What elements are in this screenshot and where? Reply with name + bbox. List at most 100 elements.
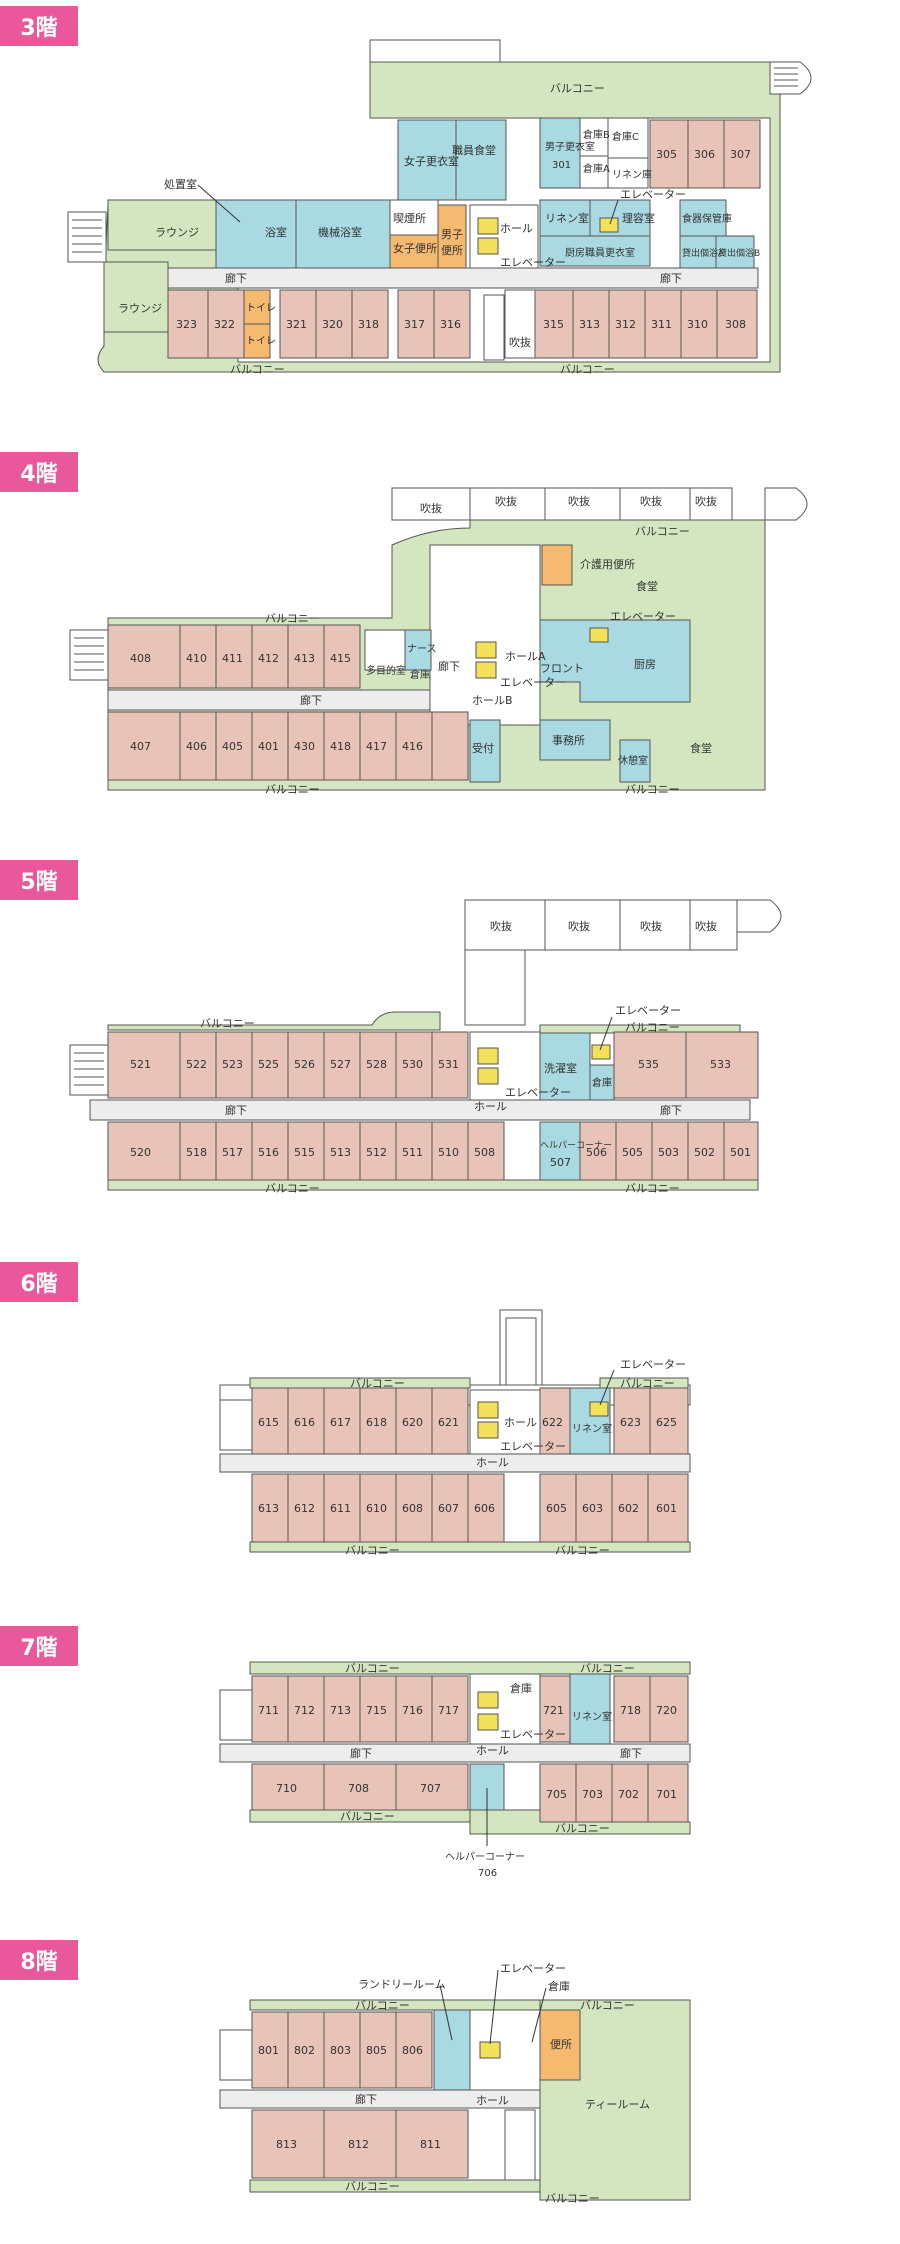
- hall-label-6f: ホール: [504, 1416, 537, 1429]
- corridor-label-4f: 廊下: [300, 693, 322, 707]
- corridor-label-w-3f: 廊下: [225, 271, 247, 285]
- room-605-label: 605: [546, 1502, 567, 1515]
- dining-label-2-4f: 食堂: [690, 741, 712, 755]
- room-321-label: 321: [286, 318, 307, 331]
- room-602-label: 602: [618, 1502, 639, 1515]
- linen-room-3f: [539, 199, 591, 237]
- helper-corner-label-5f: ヘルパーコーナー: [540, 1140, 612, 1151]
- multipurpose-label-4f: 多目的室: [366, 664, 406, 677]
- voids-5f: [544, 900, 691, 950]
- female-locker-label-3f: 女子更衣室: [404, 154, 459, 168]
- storage-label-8f: 倉庫: [548, 1979, 570, 1993]
- core-north-5f: [464, 949, 526, 1026]
- stair-steps-west-3f: [72, 219, 102, 253]
- center-core-4f: [429, 544, 541, 726]
- floor-plan-3f: バルコニー バルコニー バルコニー ラウンジ ラウンジ 処置室 浴室 機械浴室 …: [67, 39, 812, 376]
- floor-badge-5f: 5階: [0, 860, 78, 900]
- storage-a-3f: [579, 155, 609, 189]
- laundry-room-8f: [433, 2009, 471, 2091]
- treatment-leader-3f: [197, 184, 241, 223]
- void-label-2-4f: 吹抜: [495, 494, 517, 508]
- room-803-label: 803: [330, 2044, 351, 2057]
- care-toilet-4f: [541, 544, 573, 586]
- storage-5f: [589, 1064, 615, 1101]
- male-toilet-label2-3f: 便所: [441, 244, 463, 257]
- elevator-label-6f: エレベーター: [500, 1440, 566, 1453]
- storage-leader-8f: [531, 1987, 547, 2043]
- stair-steps-west-5f: [74, 1052, 104, 1086]
- nurse-label-4f: ナース: [407, 643, 437, 655]
- linen-room-6f: [569, 1387, 611, 1455]
- floor-plan-8f: バルコニー バルコニー バルコニー バルコニー ランドリールーム エレベーター …: [219, 1962, 691, 2205]
- room-528-label: 528: [366, 1058, 387, 1071]
- rooms-bottom-7f: [251, 1763, 689, 1823]
- helper-corner-label-7f: ヘルパーコーナー: [445, 1851, 525, 1863]
- laundry-leader-8f: [439, 1984, 453, 2041]
- rooms-bottom-6f: [251, 1473, 689, 1543]
- toilet-label-b-3f: トイレ: [246, 336, 276, 347]
- hall-label-7f: ホール: [476, 1744, 509, 1757]
- room-527-label: 527: [330, 1058, 351, 1071]
- elevator-label-3f: エレベーター: [500, 256, 566, 269]
- elevator-1-3f: [477, 217, 499, 235]
- elevator-3-5f: [591, 1044, 611, 1060]
- private-bath-b-3f: [715, 235, 755, 269]
- room-407-label: 407: [130, 740, 151, 753]
- linen-room-label-7f: リネン室: [572, 1710, 612, 1723]
- void-label-2-5f: 吹抜: [568, 919, 590, 933]
- voids-4f: [469, 488, 691, 520]
- room-513-label: 513: [330, 1146, 351, 1159]
- room-533-label: 533: [710, 1058, 731, 1071]
- room-312-label: 312: [615, 318, 636, 331]
- balcony-label-bl-4f: バルコニー: [265, 783, 320, 796]
- balcony-label-top-3f: バルコニー: [550, 82, 605, 95]
- care-toilet-label-4f: 介護用便所: [580, 557, 635, 571]
- elevator-1-5f: [477, 1047, 499, 1065]
- stair-east-5f: [736, 899, 782, 933]
- female-locker-3f: [397, 119, 457, 201]
- room-522-label: 522: [186, 1058, 207, 1071]
- barber-label-3f: 理容室: [622, 211, 655, 225]
- void-strip-5f: [464, 899, 738, 951]
- corridor-label-w-7f: 廊下: [350, 1746, 372, 1760]
- stair-east-4f: [764, 487, 808, 521]
- balcony-label-bl-5f: バルコニー: [265, 1182, 320, 1195]
- corridor-label-e-5f: 廊下: [660, 1103, 682, 1117]
- room-413-label: 413: [294, 652, 315, 665]
- balcony-label-br-5f: バルコニー: [625, 1182, 680, 1195]
- void-label-4-5f: 吹抜: [695, 919, 717, 933]
- elevator-3-4f: [589, 627, 609, 643]
- corridor-5f: [89, 1099, 751, 1121]
- kitchen-4f: [539, 619, 691, 703]
- female-toilet-label-3f: 女子便所: [393, 241, 437, 255]
- void-label-1-5f: 吹抜: [490, 919, 512, 933]
- room-410-label: 410: [186, 652, 207, 665]
- room-305-label: 305: [656, 148, 677, 161]
- elevator-label-7f: エレベーター: [500, 1728, 566, 1741]
- elevator-leader-6f: [599, 1369, 615, 1406]
- lounge-label-3f: ラウンジ: [155, 226, 199, 239]
- room-608-label: 608: [402, 1502, 423, 1515]
- laundry-room-label-8f: ランドリールーム: [358, 1978, 446, 1991]
- storage-a-label-3f: 倉庫A: [583, 162, 610, 175]
- nurse-4f: [404, 629, 432, 671]
- stair-steps-east-3f: [774, 67, 798, 87]
- rooms-top-3f: [649, 119, 761, 189]
- void-label-4-4f: 吹抜: [640, 494, 662, 508]
- hall-label-3f: ホール: [500, 222, 533, 235]
- room-712-label: 712: [294, 1704, 315, 1717]
- room-521-label: 521: [130, 1058, 151, 1071]
- room-525-label: 525: [258, 1058, 279, 1071]
- room-501-label: 501: [730, 1146, 751, 1159]
- smoking-label-3f: 喫煙所: [393, 212, 426, 225]
- room-520-label: 520: [130, 1146, 151, 1159]
- room-406-label: 406: [186, 740, 207, 753]
- treatment-label-3f: 処置室: [164, 177, 197, 191]
- room-715-label: 715: [366, 1704, 387, 1717]
- room-512-label: 512: [366, 1146, 387, 1159]
- balcony-label-br-7f: バルコニー: [555, 1822, 610, 1835]
- corridor-label-e-7f: 廊下: [620, 1746, 642, 1760]
- floor-plan-5f: 吹抜 吹抜 吹抜 吹抜 バルコニー バルコニー バルコニー バルコニー エレベー…: [69, 899, 782, 1195]
- room-617-label: 617: [330, 1416, 351, 1429]
- laundry-label-5f: 洗濯室: [544, 1061, 577, 1075]
